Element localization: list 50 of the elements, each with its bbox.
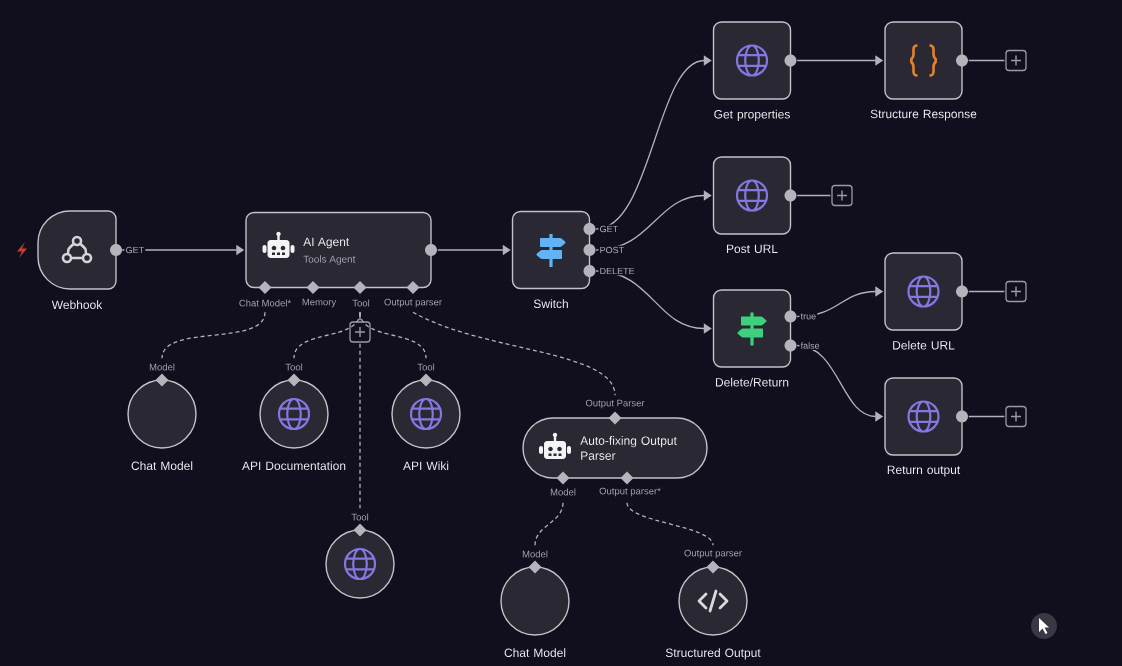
- node-title: Chat Model: [504, 648, 566, 657]
- connector: [796, 194, 831, 197]
- node-title: Structured Output: [665, 648, 761, 660]
- node-title: API Documentation: [242, 461, 346, 470]
- edge-label: GET: [124, 245, 146, 255]
- node-title: Switch: [533, 299, 568, 308]
- add-button: [1005, 49, 1027, 72]
- port-label: Output parser: [684, 549, 742, 559]
- agent-box: AI Agent Tools Agent: [245, 211, 432, 289]
- connector: [595, 55, 712, 230]
- connector: [534, 502, 564, 546]
- port-label: Output parser: [384, 298, 442, 308]
- node-title: Get properties: [714, 109, 790, 121]
- node-title: Webhook: [51, 300, 103, 309]
- port-label: Chat Model*: [239, 299, 291, 307]
- connector: [412, 311, 616, 396]
- port-label: Tool: [285, 363, 303, 371]
- node-title: API Wiki: [403, 461, 449, 470]
- node-title: Chat Model: [131, 461, 193, 470]
- edge-label: GET: [598, 224, 620, 234]
- connector: [359, 311, 427, 359]
- port-label: Output parser*: [599, 487, 661, 497]
- edge-label: true: [799, 312, 818, 321]
- port-label: Memory: [302, 298, 337, 308]
- edge-label: POST: [598, 245, 626, 255]
- port-label: Model: [550, 488, 576, 496]
- add-button: [1005, 405, 1027, 428]
- connector: [968, 415, 1005, 418]
- add-button: [1005, 280, 1027, 303]
- connector: [595, 270, 712, 334]
- add-button: [349, 321, 371, 343]
- connector: [626, 502, 714, 546]
- port-label: Model: [522, 550, 548, 558]
- port-label: Tool: [351, 513, 369, 521]
- port-label: Output Parser: [585, 399, 645, 409]
- connector: [968, 290, 1005, 293]
- connector: [968, 59, 1005, 62]
- edge-label: false: [799, 341, 821, 350]
- node-title: Return output: [887, 465, 961, 477]
- port-label: Model: [149, 363, 175, 371]
- node-title: Delete/Return: [715, 377, 789, 387]
- edge-label: DELETE: [598, 266, 636, 276]
- connector: [359, 343, 361, 509]
- connector: [161, 311, 266, 359]
- node-title: Post URL: [727, 244, 778, 254]
- add-button: [831, 184, 853, 207]
- port-label: Tool: [417, 363, 435, 371]
- node-title: Structure Response: [870, 109, 977, 121]
- node-title: Delete URL: [893, 340, 955, 350]
- port-label: Tool: [352, 299, 370, 307]
